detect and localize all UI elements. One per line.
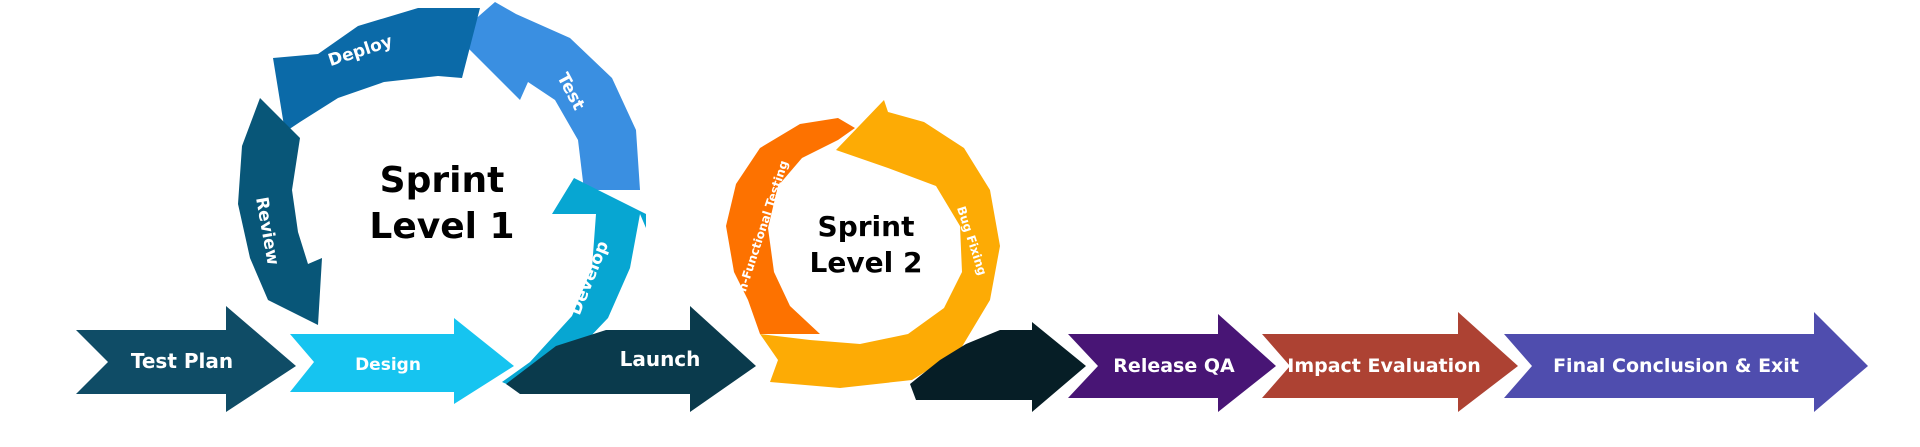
sprint-2-title-line1: Sprint — [818, 210, 915, 243]
design-chevron — [290, 318, 514, 404]
sprint-level-2-cycle — [726, 100, 1000, 388]
launch-chevron — [506, 306, 756, 412]
test-arrow — [456, 2, 640, 190]
develop-arrow — [502, 178, 646, 390]
sprint-1-title-line2: Level 1 — [369, 206, 514, 247]
design-label: Design — [355, 355, 421, 375]
release-qa-label: Release QA — [1113, 355, 1235, 377]
final-conclusion-label: Final Conclusion & Exit — [1553, 355, 1799, 377]
impact-evaluation-chevron — [1262, 312, 1518, 412]
review-arrow — [238, 98, 322, 325]
dark-connector-chevron — [910, 322, 1086, 412]
test-plan-chevron — [76, 306, 296, 412]
timeline — [76, 306, 1868, 412]
impact-evaluation-label: Impact Evaluation — [1287, 355, 1480, 377]
launch-label: Launch — [620, 347, 701, 371]
bug-fixing-arrow — [760, 100, 1000, 388]
sprint-level-1-cycle — [238, 2, 646, 390]
deploy-arrow — [273, 8, 480, 132]
non-functional-testing-arrow — [726, 118, 855, 334]
sprint-1-title-line1: Sprint — [380, 160, 505, 201]
final-conclusion-chevron — [1504, 312, 1868, 412]
sprint-2-title-line2: Level 2 — [810, 246, 923, 279]
release-qa-chevron — [1068, 314, 1276, 412]
test-plan-label: Test Plan — [131, 349, 233, 373]
